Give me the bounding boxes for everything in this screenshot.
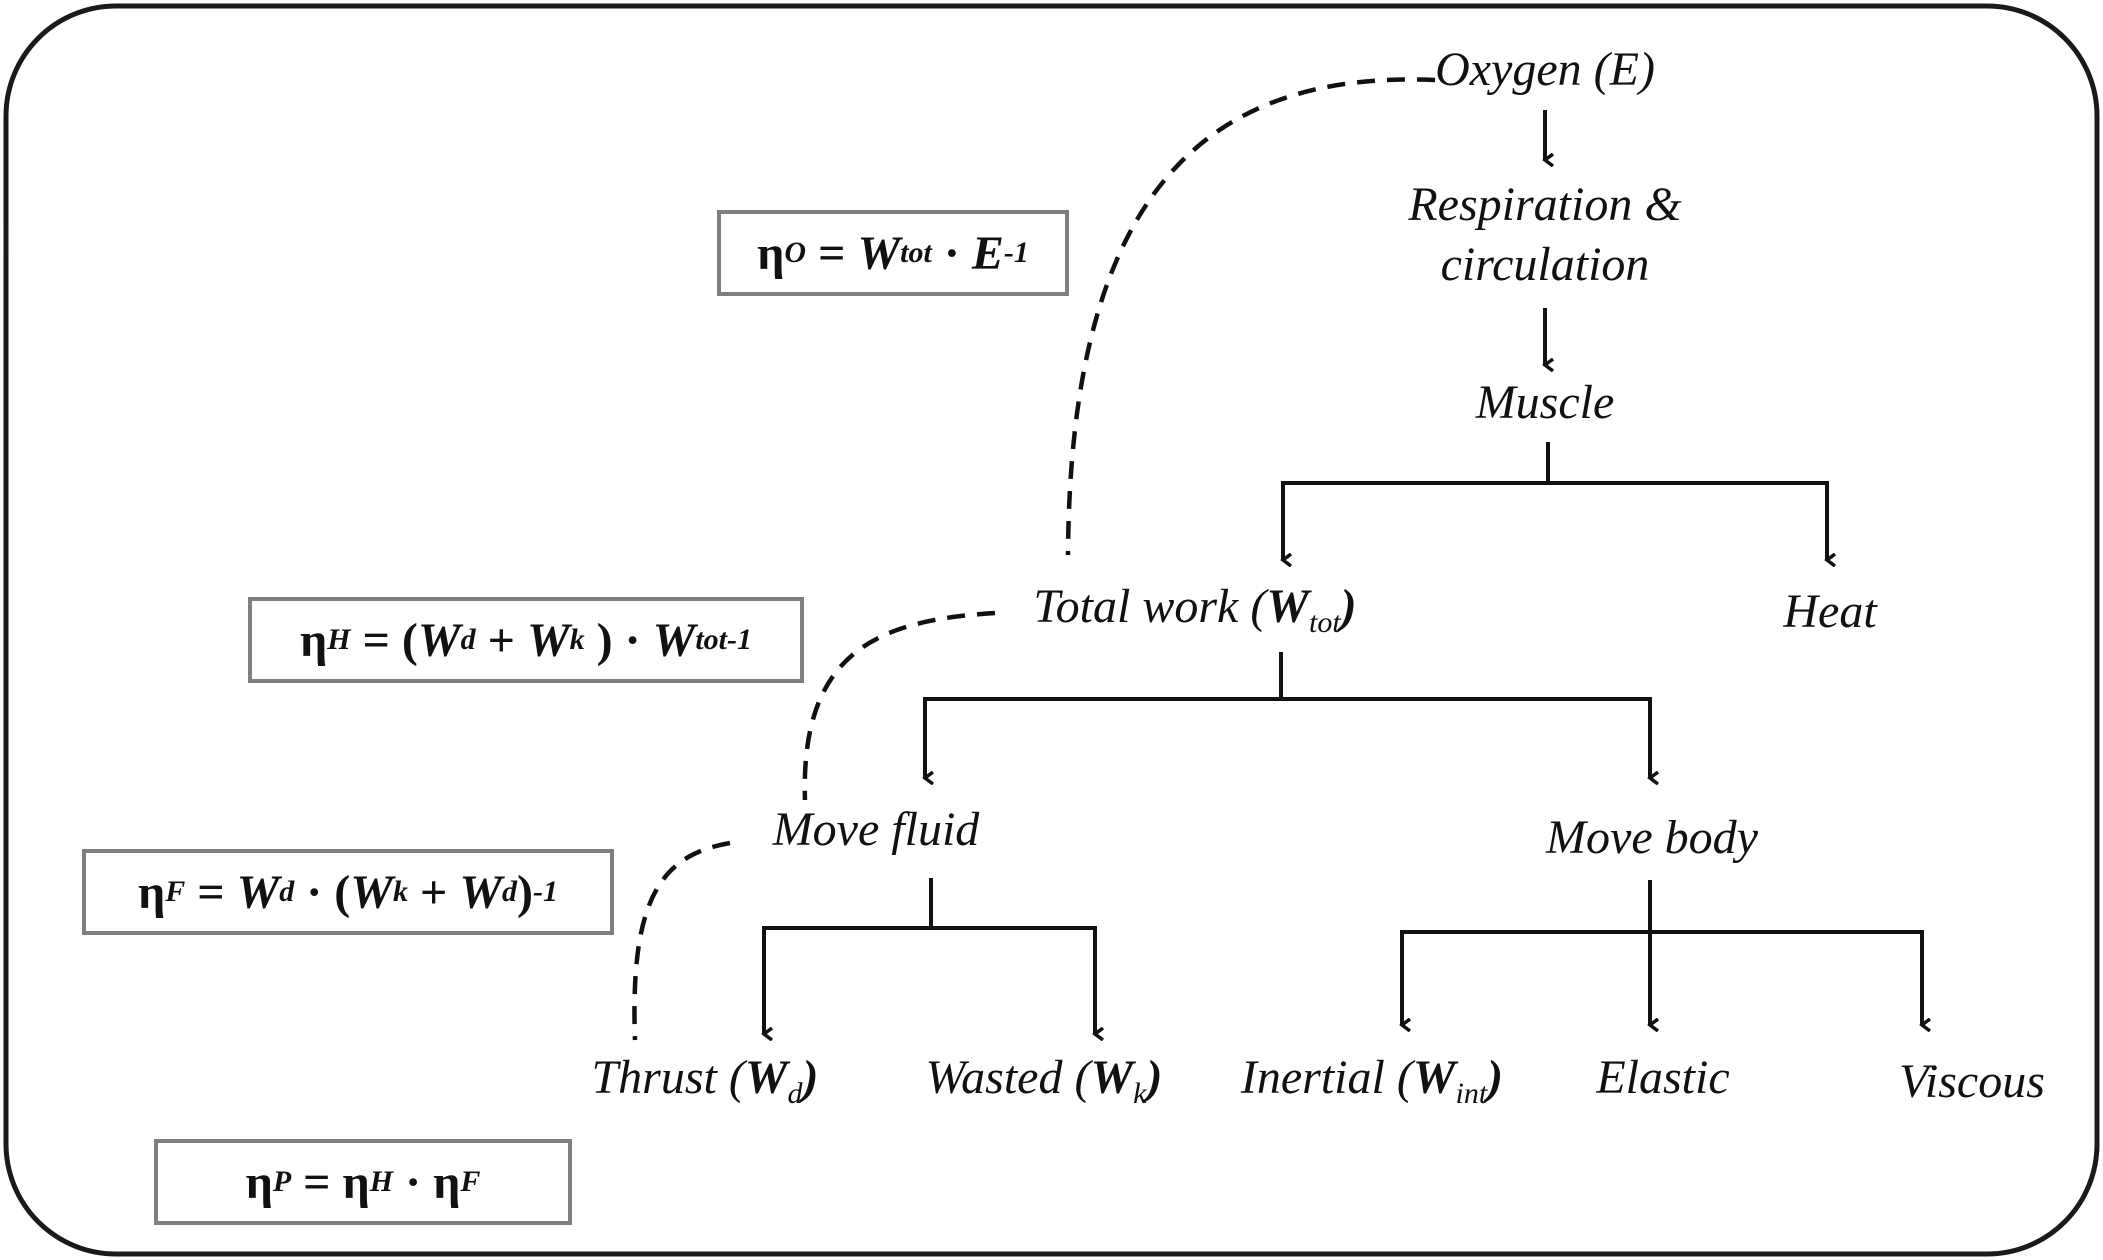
total-work-close: )	[1340, 580, 1357, 633]
hydro-eq: = (	[350, 613, 418, 667]
froude-mid: · (	[294, 865, 351, 919]
inertial-close: )	[1487, 1051, 1504, 1104]
wasted-close: )	[1146, 1051, 1163, 1104]
overall-w: W	[857, 226, 901, 280]
froude-eq: =	[185, 865, 237, 919]
hydro-w3: W	[652, 613, 696, 667]
node-thrust: Thrust (Wd)	[591, 1048, 819, 1110]
froude-w3: W	[459, 865, 503, 919]
hydro-eta: η	[299, 613, 328, 667]
inertial-text: Inertial (	[1240, 1051, 1413, 1104]
thrust-symbol: W	[744, 1051, 788, 1104]
outer-frame	[3, 3, 2100, 1257]
inertial-sub: int	[1455, 1077, 1488, 1110]
froude-close: )	[517, 865, 534, 919]
total-work-symbol: W	[1266, 580, 1309, 633]
hydro-w1: W	[417, 613, 461, 667]
wasted-sub: k	[1133, 1077, 1147, 1110]
node-move-fluid: Move fluid	[772, 803, 980, 856]
froude-plus: +	[407, 865, 460, 919]
dashed-link-overall	[1065, 77, 1436, 556]
node-viscous: Viscous	[1899, 1055, 2045, 1108]
total-work-sub: tot	[1308, 606, 1341, 639]
hydro-plus: +	[475, 613, 527, 667]
dashed-link-hydro	[802, 610, 996, 801]
total-work-text: Total work (	[1033, 580, 1267, 633]
node-respiration-line1: Respiration &	[1408, 178, 1682, 231]
inertial-symbol: W	[1412, 1051, 1456, 1104]
node-wasted: Wasted (Wk)	[925, 1048, 1163, 1110]
prop-eq: =	[291, 1155, 343, 1209]
overall-eq: =	[806, 226, 858, 280]
node-inertial: Inertial (Wint)	[1240, 1048, 1504, 1110]
node-muscle: Muscle	[1475, 376, 1615, 429]
node-total-work: Total work (Wtot)	[1033, 577, 1357, 639]
hydro-w2: W	[526, 613, 570, 667]
overall-eta: η	[757, 226, 785, 280]
node-elastic: Elastic	[1596, 1051, 1730, 1104]
prop-f: η	[433, 1155, 461, 1209]
node-respiration-line2: circulation	[1440, 238, 1650, 291]
dashed-link-froude	[632, 840, 731, 1041]
hydro-mid: ) ·	[584, 613, 653, 667]
prop-eta: η	[245, 1155, 273, 1209]
froude-eta: η	[137, 865, 166, 919]
wasted-text: Wasted (	[925, 1051, 1091, 1104]
froude-w1: W	[236, 865, 280, 919]
overall-e: E	[971, 226, 1004, 280]
node-respiration: Respiration & circulation	[1408, 175, 1681, 295]
prop-h: η	[342, 1155, 370, 1209]
thrust-close: )	[802, 1051, 819, 1104]
thrust-sub: d	[787, 1077, 803, 1110]
node-heat: Heat	[1783, 585, 1877, 638]
node-move-body: Move body	[1546, 811, 1758, 864]
wasted-symbol: W	[1090, 1051, 1134, 1104]
overall-dot: ·	[931, 226, 972, 280]
node-oxygen: Oxygen (E)	[1435, 43, 1655, 96]
thrust-text: Thrust (	[591, 1051, 745, 1104]
froude-w2: W	[350, 865, 393, 919]
prop-dot: ·	[393, 1155, 434, 1209]
